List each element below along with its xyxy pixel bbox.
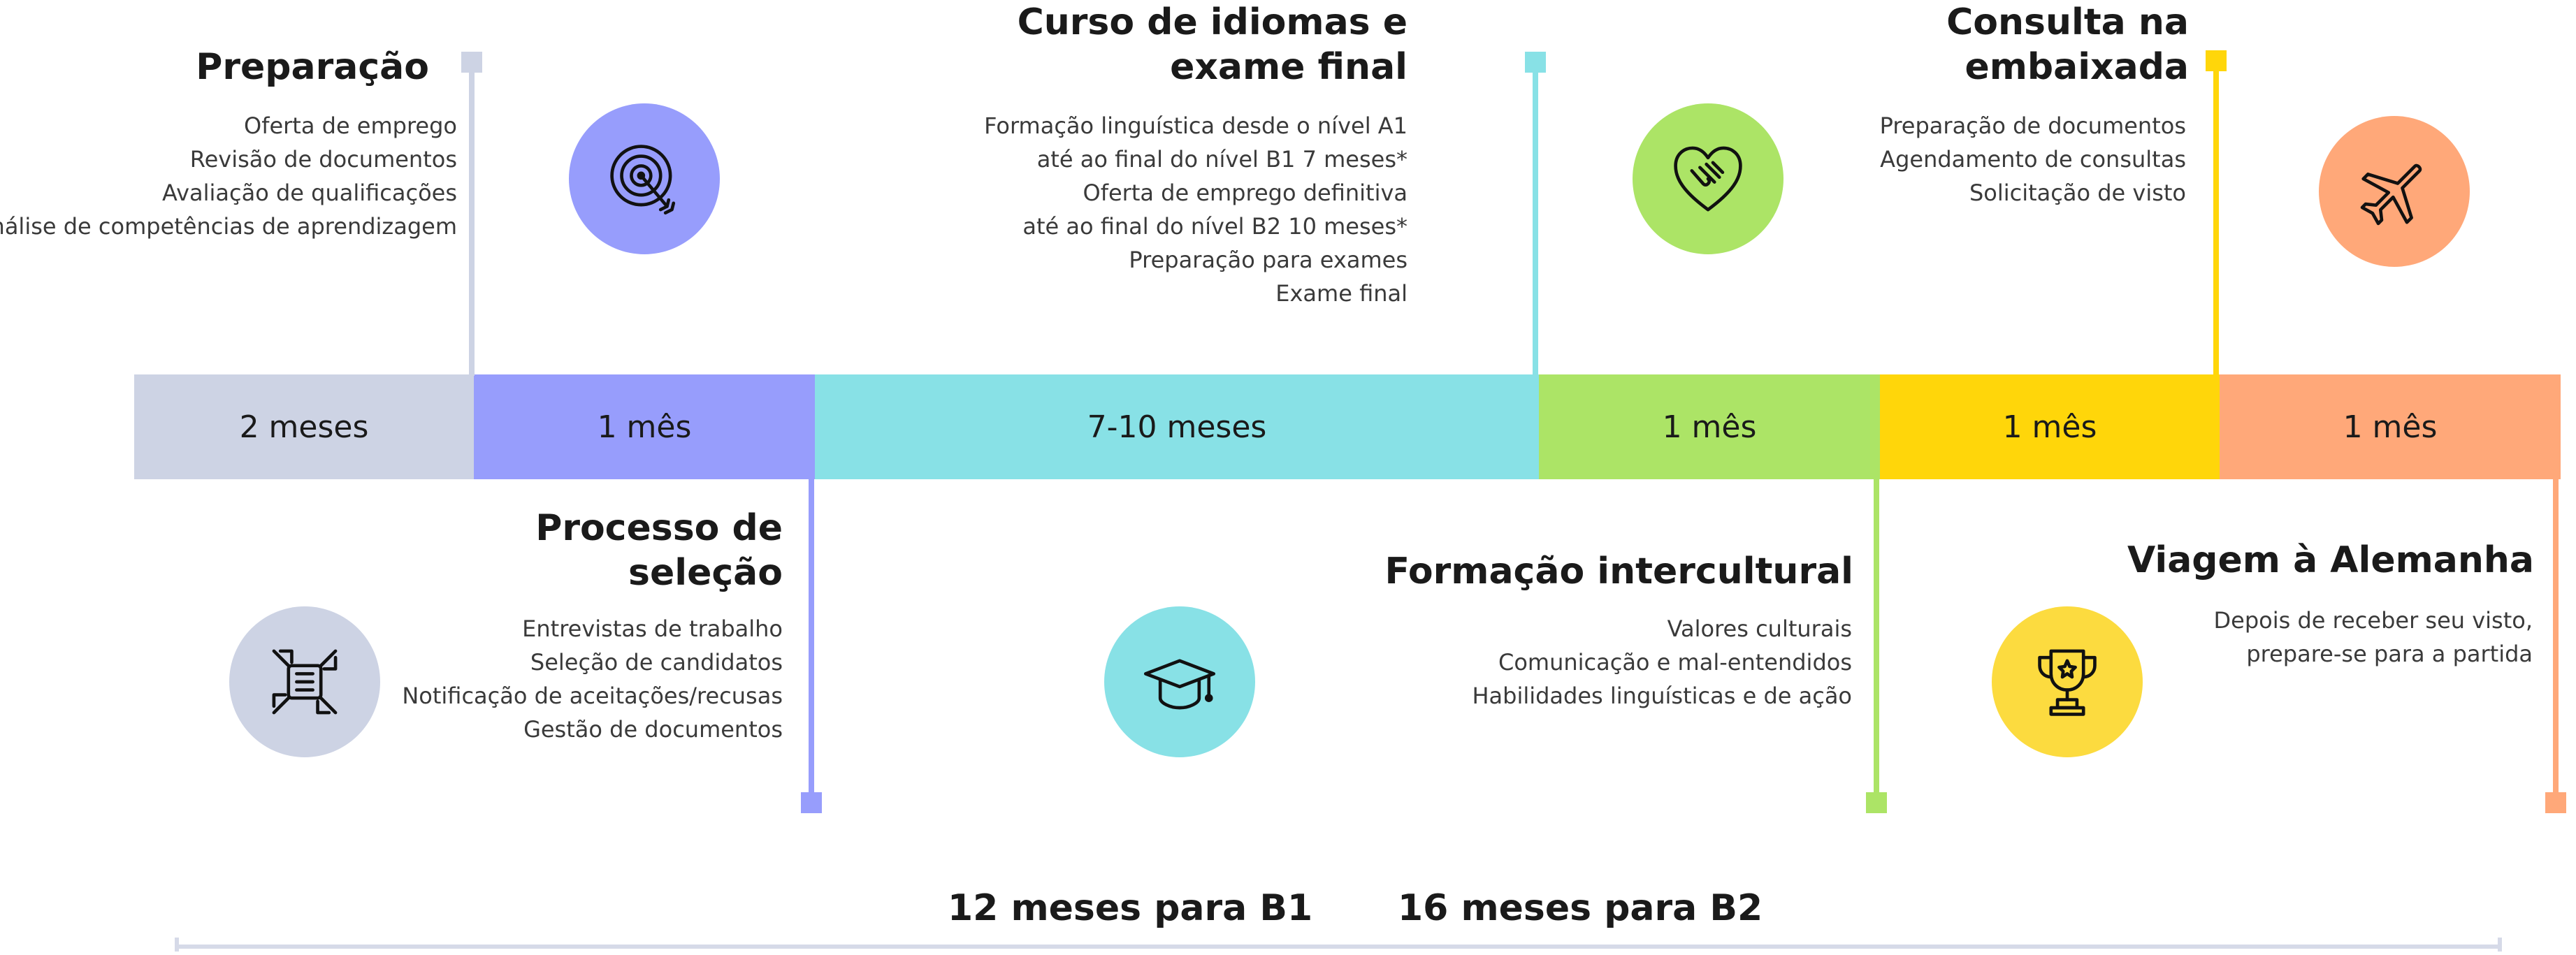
marker-curso <box>1525 52 1546 73</box>
stage-preparacao-items: Oferta de emprego Revisão de documentos … <box>0 109 457 243</box>
summary-bracket-left-tick <box>175 938 179 952</box>
stage-preparacao: Preparação <box>0 45 443 89</box>
stage-formacao: Formação intercultural <box>1224 549 1853 594</box>
list-item: prepare-se para a partida <box>2246 641 2533 667</box>
list-item: Avaliação de qualificações <box>162 180 457 206</box>
connector-consulta <box>2213 60 2219 376</box>
marker-processo <box>801 792 822 813</box>
stage-title-line1: Consulta na <box>1946 1 2189 43</box>
list-item: até ao final do nível B2 10 meses* <box>1022 213 1408 240</box>
stage-curso: Curso de idiomas e exame final <box>848 0 1408 89</box>
stage-title-line2: seleção <box>628 552 783 594</box>
marker-formacao <box>1866 792 1887 813</box>
marker-consulta <box>2206 50 2227 71</box>
summary-bracket-right-tick <box>2498 938 2502 952</box>
segment-label: 2 meses <box>239 409 369 445</box>
summary-b2: 16 meses para B2 <box>1398 887 1763 929</box>
target-icon-circle <box>569 103 720 254</box>
stage-consulta: Consulta na embaixada <box>1700 0 2189 89</box>
hands-together-icon <box>272 649 338 715</box>
stage-title: Viagem à Alemanha <box>2127 539 2534 581</box>
segment-processo: 1 mês <box>474 374 815 479</box>
list-item: Formação linguística desde o nível A1 <box>984 112 1408 139</box>
segment-label: 1 mês <box>597 409 692 445</box>
stage-title: Preparação <box>196 46 429 88</box>
trophy-icon <box>2038 649 2097 716</box>
summary-b1: 12 meses para B1 <box>948 887 1313 929</box>
segment-curso: 7-10 meses <box>815 374 1539 479</box>
list-item: Depois de receber seu visto, <box>2213 607 2533 634</box>
connector-preparacao <box>469 61 475 376</box>
list-item: Notificação de aceitações/recusas <box>402 683 783 709</box>
graduation-cap-icon-circle <box>1104 606 1255 757</box>
stage-title-line2: exame final <box>1170 46 1408 88</box>
segment-viagem: 1 mês <box>2220 374 2561 479</box>
trophy-icon-circle <box>1992 606 2143 757</box>
stage-title-line2: embaixada <box>1964 46 2189 88</box>
stage-formacao-items: Valores culturais Comunicação e mal-ente… <box>1293 612 1852 713</box>
stage-viagem: Viagem à Alemanha <box>2045 538 2534 583</box>
connector-formacao <box>1874 478 1879 806</box>
airplane-icon-circle <box>2319 116 2470 267</box>
segment-formacao: 1 mês <box>1539 374 1880 479</box>
connector-processo <box>809 478 814 806</box>
list-item: Exame final <box>1275 280 1408 307</box>
stage-curso-items: Formação linguística desde o nível A1 at… <box>779 109 1408 310</box>
hands-together-icon-circle <box>229 606 380 757</box>
stage-processo-items: Entrevistas de trabalho Seleção de candi… <box>224 612 783 746</box>
summary-bracket <box>175 945 2502 949</box>
list-item: Oferta de emprego definitiva <box>1083 180 1408 206</box>
segment-label: 7-10 meses <box>1087 409 1267 445</box>
stage-title: Formação intercultural <box>1384 551 1853 592</box>
heart-hand-icon <box>1674 146 1742 212</box>
segment-label: 1 mês <box>2002 409 2097 445</box>
segment-label: 1 mês <box>1662 409 1757 445</box>
airplane-icon <box>2360 163 2422 226</box>
segment-preparacao: 2 meses <box>134 374 474 479</box>
connector-viagem <box>2553 478 2559 806</box>
list-item: Agendamento de consultas <box>1880 146 2186 173</box>
target-icon <box>610 145 676 215</box>
list-item: Entrevistas de trabalho <box>522 615 783 642</box>
list-item: Preparação de documentos <box>1879 112 2186 139</box>
list-item: Gestão de documentos <box>523 716 783 743</box>
list-item: Oferta de emprego <box>244 112 457 139</box>
list-item: Revisão de documentos <box>189 146 457 173</box>
stage-title-line1: Processo de <box>535 507 783 549</box>
stage-title-line1: Curso de idiomas e <box>1017 1 1408 43</box>
list-item: Seleção de candidatos <box>530 649 783 676</box>
graduation-cap-icon <box>1143 659 1216 710</box>
list-item: Preparação para exames <box>1129 247 1408 273</box>
stage-viagem-items: Depois de receber seu visto, prepare-se … <box>2043 604 2533 671</box>
heart-hand-icon-circle <box>1633 103 1783 254</box>
list-item: até ao final do nível B1 7 meses* <box>1036 146 1408 173</box>
list-item: Habilidades linguísticas e de ação <box>1472 683 1852 709</box>
marker-viagem <box>2545 792 2566 813</box>
stage-processo: Processo de seleção <box>294 506 783 595</box>
list-item: Análise de competências de aprendizagem <box>0 213 457 240</box>
marker-preparacao <box>461 52 482 73</box>
list-item: Comunicação e mal-entendidos <box>1498 649 1852 676</box>
list-item: Solicitação de visto <box>1969 180 2186 206</box>
segment-consulta: 1 mês <box>1880 374 2220 479</box>
stage-consulta-items: Preparação de documentos Agendamento de … <box>1697 109 2186 210</box>
connector-curso <box>1533 61 1538 376</box>
segment-label: 1 mês <box>2343 409 2438 445</box>
list-item: Valores culturais <box>1667 615 1852 642</box>
